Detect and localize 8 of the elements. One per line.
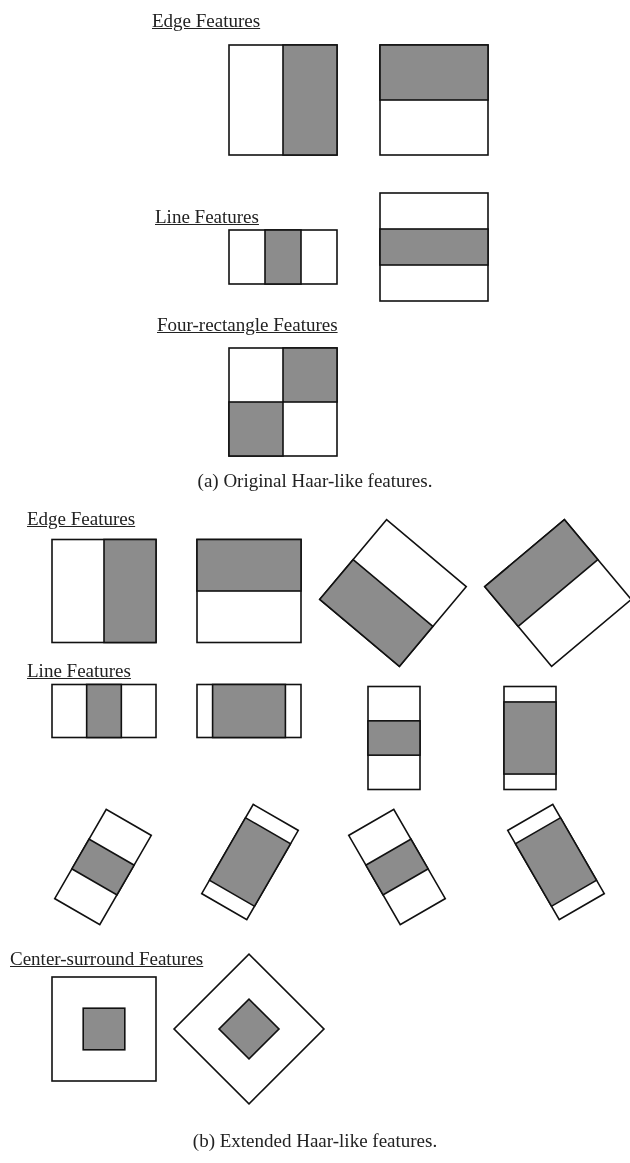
figure-caption: (b) Extended Haar-like features. [192,1130,438,1152]
section-heading: Four-rectangle Features [157,314,338,336]
figure-caption: (a) Original Haar-like features. [197,470,433,492]
section-heading: Line Features [155,206,259,228]
section-heading: Center-surround Features [10,948,204,970]
section-heading: Edge Features [27,508,136,530]
section-heading: Edge Features [152,10,261,32]
section-heading: Line Features [27,660,131,682]
